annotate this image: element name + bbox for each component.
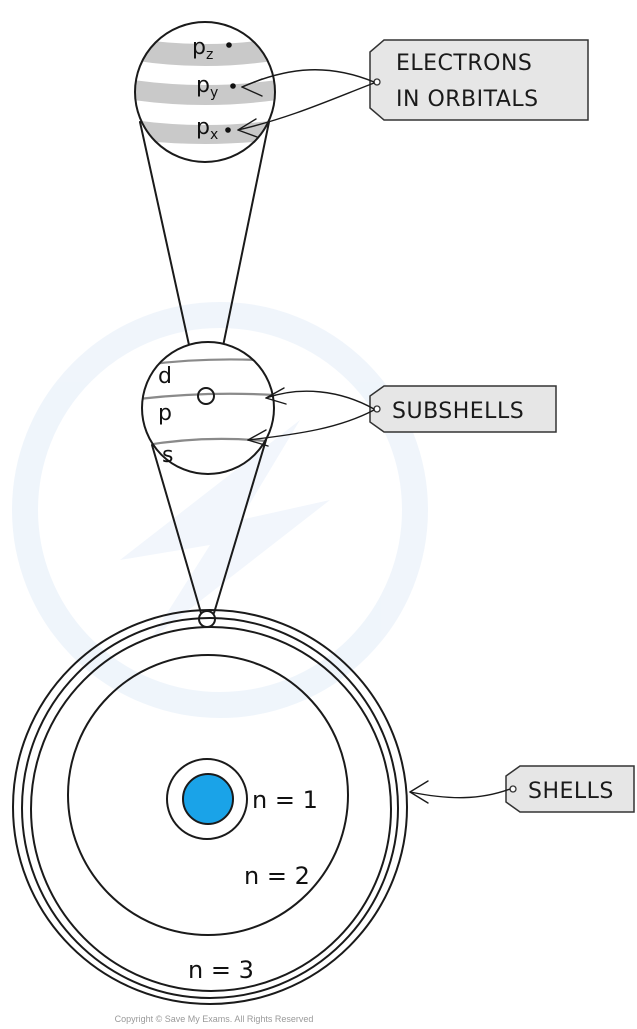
orbital-label-px: px	[196, 115, 218, 143]
shell-n1	[166, 758, 248, 840]
atom-shells: n = 1 n = 2 n = 3	[12, 609, 408, 1005]
arrow-head-icon	[265, 387, 287, 405]
zoom-cone-middle	[151, 439, 267, 614]
shell-label-n3: n = 3	[188, 956, 254, 984]
shell-label-n1: n = 1	[252, 786, 318, 814]
watermark-logo	[12, 302, 428, 718]
subshell-label-d: d	[158, 364, 172, 389]
shell-label-n2: n = 2	[244, 862, 310, 890]
pointer-arrow-shells	[409, 788, 511, 799]
tag-shells	[505, 765, 635, 813]
orbital-label-pz: pz	[192, 35, 213, 63]
zoom-origin-shell	[198, 610, 216, 628]
callout-label-line2: IN ORBITALS	[396, 87, 539, 112]
callout-subshells: SUBSHELLS	[247, 385, 557, 447]
copyright-text: Copyright © Save My Exams. All Rights Re…	[115, 1014, 314, 1024]
callout-label-line1: ELECTRONS	[396, 51, 532, 76]
zoom-origin-subshell	[197, 387, 215, 405]
subshell-label-p: p	[158, 401, 172, 426]
electron-dot-px	[225, 127, 231, 133]
callout-label-shells: SHELLS	[528, 779, 614, 804]
tag-hole-icon	[373, 405, 381, 413]
pointer-arrow-px	[237, 82, 375, 131]
pointer-arrow-s	[247, 409, 375, 441]
electron-dot-py	[230, 83, 236, 89]
orbital-label-py: py	[196, 73, 218, 101]
shell-n3-middle	[21, 617, 399, 999]
subshell-label-s: s	[162, 443, 173, 468]
callout-shells: SHELLS	[409, 765, 635, 813]
pointer-arrow-p	[265, 390, 375, 410]
arrow-head-icon	[237, 118, 258, 138]
orbital-band-z	[135, 36, 275, 66]
tag-hole-icon	[373, 78, 381, 86]
callout-label-subshells: SUBSHELLS	[392, 399, 524, 424]
shell-n3-outer	[12, 609, 408, 1005]
arrow-head-icon	[409, 780, 429, 804]
tag-hole-icon	[509, 785, 517, 793]
arrow-head-icon	[241, 78, 263, 97]
electron-dot-pz	[226, 42, 232, 48]
callout-electrons-in-orbitals: ELECTRONS IN ORBITALS	[237, 39, 589, 138]
subshells-sphere: d p s	[141, 341, 275, 475]
tag-electrons-in-orbitals	[369, 39, 589, 121]
tag-subshells	[369, 385, 557, 433]
nucleus	[182, 773, 234, 825]
arrow-head-icon	[247, 429, 269, 447]
shell-n2	[67, 654, 349, 936]
